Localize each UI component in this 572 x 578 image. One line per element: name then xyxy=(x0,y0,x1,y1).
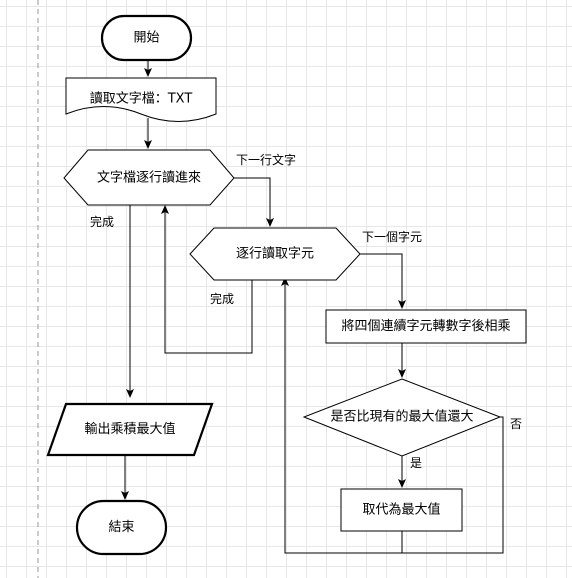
no-label: 否 xyxy=(510,417,522,431)
chars-done-label: 完成 xyxy=(210,291,234,306)
output-label: 輸出乘積最大值 xyxy=(84,421,175,437)
read-file-label: 讀取文字檔：TXT xyxy=(90,92,193,107)
next-line-label: 下一行文字 xyxy=(236,152,296,167)
lines-done-label: 完成 xyxy=(90,214,114,229)
start-label: 開始 xyxy=(133,31,159,46)
next-char-label: 下一個字元 xyxy=(362,229,422,244)
multiply-label: 將四個連續字元轉數字後相乘 xyxy=(341,319,510,334)
compare-label: 是否比現有的最大值還大 xyxy=(330,409,473,425)
output-parallelogram xyxy=(46,402,214,457)
edge-next-char xyxy=(360,253,406,309)
read-file-document xyxy=(65,77,217,122)
loop-lines-hexagon xyxy=(63,149,235,206)
end-terminator xyxy=(75,499,168,556)
loop-chars-hexagon xyxy=(189,227,361,281)
yes-label: 是 xyxy=(410,456,422,470)
edge-next-line xyxy=(234,177,274,227)
compare-decision xyxy=(302,378,502,457)
start-terminator xyxy=(100,14,193,62)
replace-process xyxy=(340,488,463,532)
edge-chars-done xyxy=(161,205,253,354)
end-label: 結束 xyxy=(108,520,134,535)
replace-label: 取代為最大值 xyxy=(362,502,440,518)
loop-lines-label: 文字檔逐行讀進來 xyxy=(97,171,201,186)
edge-no xyxy=(281,277,504,554)
loop-chars-label: 逐行讀取字元 xyxy=(236,247,314,262)
multiply-process xyxy=(325,309,527,344)
